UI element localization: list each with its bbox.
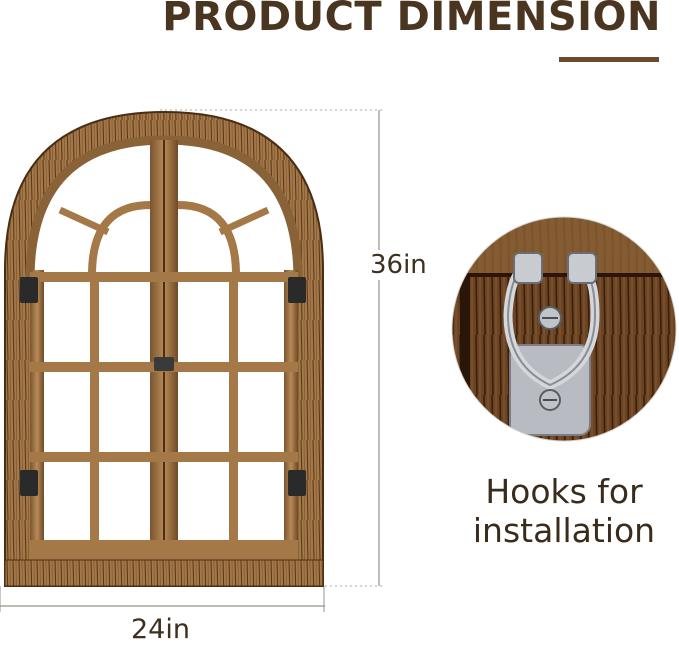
- hook-caption: Hooks for installation: [455, 472, 673, 550]
- page-title: PRODUCT DIMENSION: [162, 0, 661, 40]
- arched-window-image: [4, 110, 324, 587]
- height-label: 36in: [368, 250, 429, 280]
- hook-closeup-image: [451, 216, 677, 442]
- title-underline: [559, 57, 659, 62]
- width-label: 24in: [131, 614, 190, 645]
- hook-caption-line2: installation: [472, 511, 656, 550]
- hook-caption-line1: Hooks for: [485, 472, 643, 511]
